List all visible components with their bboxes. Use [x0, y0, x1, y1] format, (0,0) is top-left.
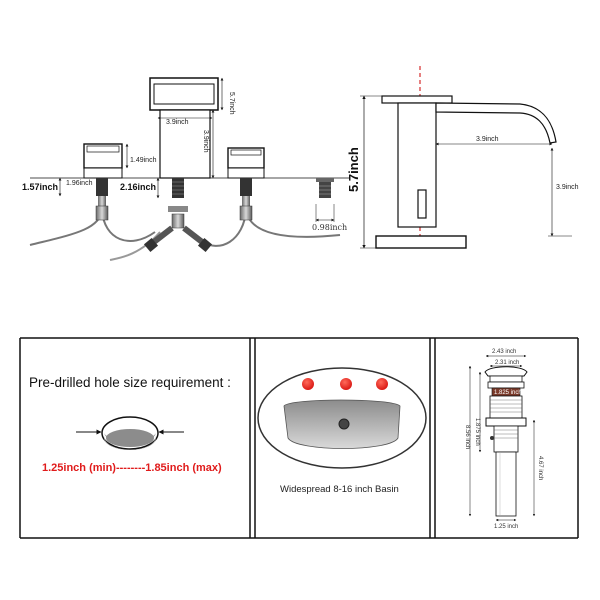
- bottom-width-label: 1.25 inch: [494, 524, 518, 530]
- handle-base-label: 1.96inch: [66, 180, 93, 187]
- hole-diameter-label: 0.98inch: [312, 223, 347, 232]
- hole-size-heading: Pre-drilled hole size requirement :: [29, 375, 231, 390]
- drain-fitting: [316, 178, 334, 198]
- bottom-panels: [19, 337, 579, 539]
- faucet-side-view: 5.7inch 3.9inch 3.9inch: [346, 66, 579, 249]
- center-spout: [149, 77, 219, 212]
- thread-width-label: 1.825 inch: [494, 390, 522, 396]
- hole-size-range: 1.25inch (min)--------1.85inch (max): [42, 462, 222, 474]
- spout-height-label: 5.7inch: [228, 92, 235, 115]
- right-handle: [227, 147, 265, 210]
- popup-drain-panel: 2.43 inch 2.31 inch 1.825 inch 8.56 inch…: [464, 349, 543, 530]
- side-height-label: 5.7inch: [346, 147, 361, 192]
- upper-height-label: 1.875 inch: [474, 418, 480, 446]
- cap-inner-width-label: 2.31 inch: [495, 360, 519, 366]
- side-drop-label: 3.9inch: [556, 184, 579, 191]
- deck-plate: [375, 235, 467, 249]
- drain-cap: [484, 366, 528, 377]
- drain-icon: [338, 418, 350, 430]
- hole-size-panel: Pre-drilled hole size requirement : 1.25…: [29, 375, 231, 474]
- total-height-label: 8.56 inch: [464, 425, 470, 449]
- basin-caption: Widespread 8-16 inch Basin: [280, 484, 399, 495]
- spout-body-height-label: 3.9inch: [202, 130, 209, 153]
- supply-hoses: [29, 209, 341, 261]
- y-connector: [143, 213, 213, 253]
- hole-marker-center: [340, 378, 352, 390]
- spout-width-label: 3.9inch: [166, 119, 189, 126]
- cap-width-label: 2.43 inch: [492, 349, 516, 355]
- widespread-front-view: 3.9inch 5.7inch 3.9inch 1.49inch 1.96inc…: [22, 77, 350, 261]
- hole-marker-left: [302, 378, 314, 390]
- center-depth-label: 2.16inch: [120, 182, 156, 192]
- basin-panel: Widespread 8-16 inch Basin: [257, 367, 427, 495]
- left-handle: [83, 143, 123, 210]
- side-reach-label: 3.9inch: [476, 136, 499, 143]
- left-depth-label: 1.57inch: [22, 182, 58, 192]
- lower-height-label: 4.67 inch: [537, 456, 543, 480]
- handle-height-label: 1.49inch: [130, 157, 157, 164]
- hole-marker-right: [376, 378, 388, 390]
- drain-tailpipe: [495, 451, 517, 517]
